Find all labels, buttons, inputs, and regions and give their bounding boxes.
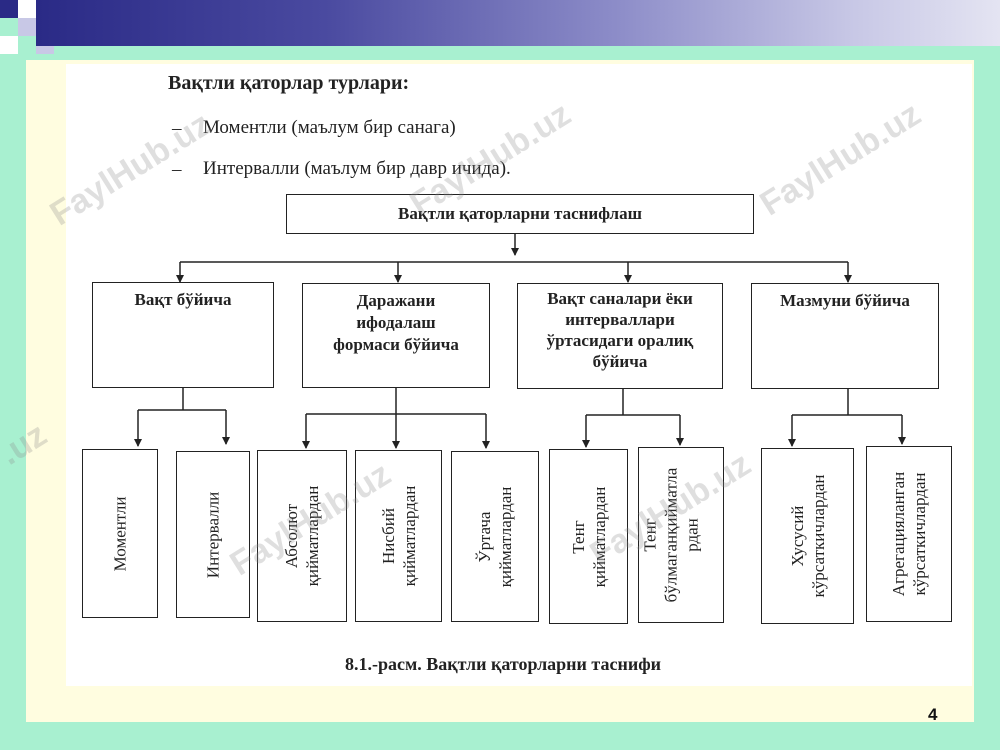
corner-square-white2 <box>0 36 18 54</box>
leaf-box-average: Ўртача қийматлардан <box>451 451 539 622</box>
leaf-box-intervalli: Интервалли <box>176 451 250 618</box>
category-label-3-line-3: ўртасидаги оралиқ <box>546 331 694 350</box>
leaf-7-line-2: бўлмаганқийматла <box>661 467 681 603</box>
leaf-5-line-1: Ўртача <box>475 511 494 562</box>
category-box-interval: Вақт саналари ёки интерваллари ўртасидаг… <box>517 283 723 389</box>
leaf-box-momentli: Моментли <box>82 449 158 618</box>
leaf-6-line-2: қийматлардан <box>589 486 609 587</box>
title-gradient-bar <box>36 0 1000 46</box>
bullet-text-1: Моментли (маълум бир санага) <box>203 117 456 138</box>
bullet-marker-2: – <box>172 159 182 180</box>
bullet-marker-1: – <box>172 118 182 139</box>
leaf-6-line-1: Тенг <box>568 519 588 554</box>
leaf-box-unequal: Тенг бўлмаганқийматла рдан <box>638 447 724 623</box>
leaf-3-line-1: Абсолют <box>282 503 301 569</box>
leaf-4-line-2: қийматлардан <box>399 485 419 587</box>
corner-square-white <box>18 0 36 18</box>
category-label-4-line-1: Мазмуни бўйича <box>780 291 910 310</box>
category-label-3-line-2: интерваллари <box>565 310 675 329</box>
leaf-box-relative: Нисбий қийматлардан <box>355 450 442 622</box>
leaf-box-absolute: Абсолют қийматлардан <box>257 450 347 622</box>
bullet-text-2: Интервалли (маълум бир давр ичида). <box>203 158 511 179</box>
root-label: Вақтли қаторларни таснифлаш <box>398 204 642 223</box>
leaf-9-line-1: Агрегацияланган <box>889 471 908 597</box>
section-title: Вақтли қаторлар турлари: <box>168 72 410 94</box>
category-box-content: Мазмуни бўйича <box>751 283 939 389</box>
leaf-7-line-3: рдан <box>682 518 702 552</box>
root-box: Вақтли қаторларни таснифлаш <box>286 194 754 234</box>
category-label-1-line-1: Вақт бўйича <box>134 290 232 309</box>
category-box-form: Даражани ифодалаш формаси бўйича <box>302 283 490 388</box>
leaf-box-private: Хусусий кўрсаткичлардан <box>761 448 854 624</box>
leaf-9-line-2: кўрсаткичлардан <box>910 472 929 596</box>
category-label-3-line-4: бўйича <box>592 352 648 371</box>
leaf-8-line-1: Хусусий <box>787 505 807 567</box>
corner-square-light <box>18 18 36 36</box>
leaf-8-line-2: кўрсаткичлардан <box>808 474 828 598</box>
leaf-7-line-1: Тенг <box>640 518 660 552</box>
leaf-box-aggregated: Агрегацияланган кўрсаткичлардан <box>866 446 952 622</box>
leaf-5-line-2: қийматлардан <box>496 486 515 587</box>
figure-caption: 8.1.-расм. Вақтли қаторларни таснифи <box>345 654 662 674</box>
leaf-2-line-1: Интервалли <box>203 491 223 578</box>
leaf-1-line-1: Моментли <box>110 496 130 571</box>
category-box-time: Вақт бўйича <box>92 282 274 388</box>
category-label-2-line-3: формаси бўйича <box>333 335 459 354</box>
leaf-box-equal: Тенг қийматлардан <box>549 449 628 624</box>
category-label-3-line-1: Вақт саналари ёки <box>547 289 693 308</box>
leaf-3-line-2: қийматлардан <box>303 485 322 587</box>
leaf-4-line-1: Нисбий <box>378 508 398 564</box>
page-number: 4 <box>928 705 938 724</box>
category-label-2-line-2: ифодалаш <box>356 313 436 332</box>
category-label-2-line-1: Даражани <box>356 291 436 310</box>
corner-square-dark <box>0 0 18 18</box>
